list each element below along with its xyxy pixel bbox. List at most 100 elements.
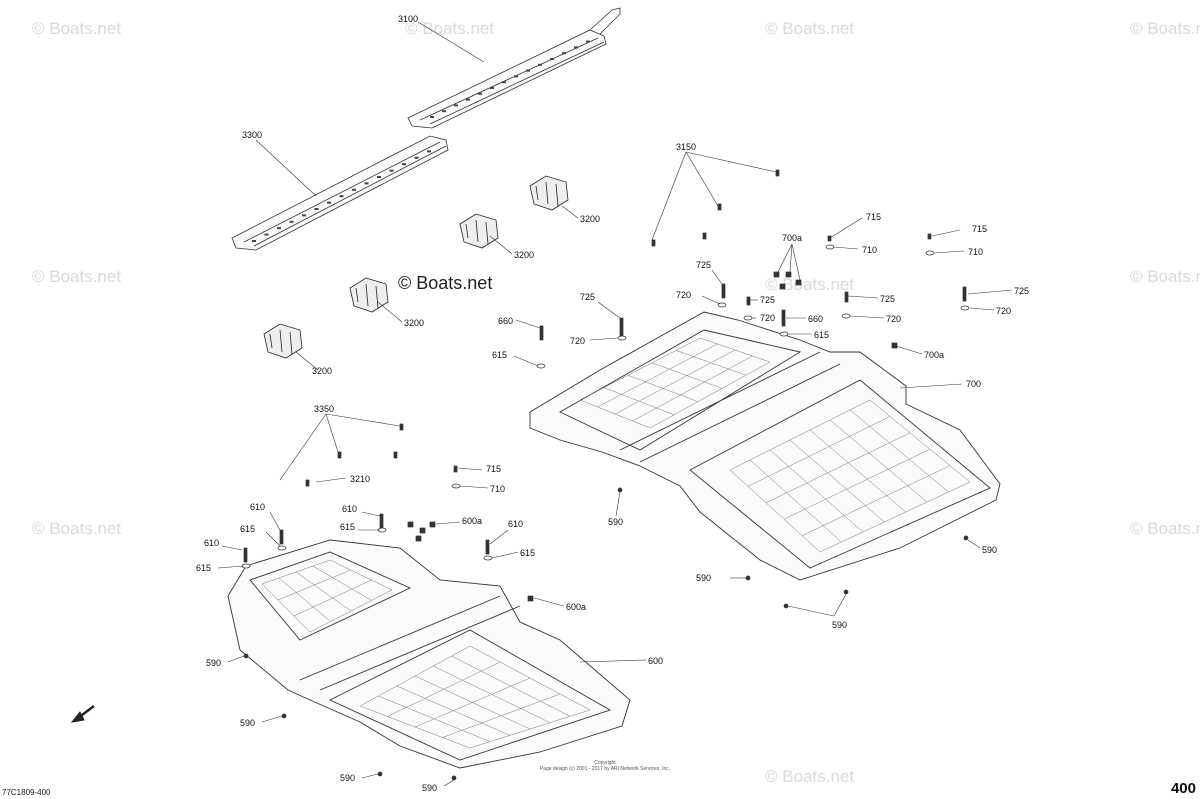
rail-3100 xyxy=(407,7,621,129)
rail-slot xyxy=(562,52,566,55)
callout-label: 3200 xyxy=(404,318,424,328)
callout-label: 3200 xyxy=(514,250,534,260)
copyright-line: Page design (c) 2001 - 2017 by ARI Netwo… xyxy=(539,766,671,772)
callout-label: 610 xyxy=(204,538,219,548)
grid-line xyxy=(801,465,951,536)
callout-label: 610 xyxy=(508,519,523,529)
grid-line xyxy=(469,645,591,711)
grid-line xyxy=(729,469,821,553)
grid-line xyxy=(603,387,675,416)
skid-plate-700-grid xyxy=(579,337,771,429)
rail-slot xyxy=(538,63,542,66)
grid-line xyxy=(649,361,771,429)
grid-line xyxy=(651,362,723,389)
rail-slot xyxy=(314,208,319,210)
rail-slot xyxy=(427,150,431,153)
callout-label: 590 xyxy=(240,718,255,728)
grid-line xyxy=(579,337,701,401)
callout-label: 600 xyxy=(648,656,663,666)
callout-label: 3100 xyxy=(398,14,418,24)
skid-plate-700-grid xyxy=(729,399,971,553)
rail-3300 xyxy=(231,135,449,251)
grid-line xyxy=(451,655,571,717)
grid-line xyxy=(359,705,471,749)
rail-3300-slots xyxy=(252,150,431,242)
callout-label: 615 xyxy=(492,350,507,360)
callout-label: 615 xyxy=(520,548,535,558)
grid-line xyxy=(632,355,753,422)
rail-slot xyxy=(327,201,331,204)
rail-slot xyxy=(454,104,458,107)
grid-line xyxy=(749,459,842,543)
grid-line xyxy=(433,665,551,723)
grid-line xyxy=(783,448,931,520)
callout-label: 600a xyxy=(566,602,586,612)
callout-label: 3350 xyxy=(314,404,334,414)
brand-label: © Boats.net xyxy=(398,273,492,293)
callout-label: 720 xyxy=(570,336,585,346)
grid-line xyxy=(295,571,352,612)
callout-label: 615 xyxy=(240,524,255,534)
page-number: 400 xyxy=(1170,780,1196,797)
rail-slot xyxy=(364,182,369,185)
watermark: © Boats.net xyxy=(32,267,121,286)
callout-label: 715 xyxy=(866,212,881,222)
grid-line xyxy=(329,559,393,591)
callout-label: 615 xyxy=(340,522,355,532)
callout-label: 3210 xyxy=(350,474,370,484)
grid-line xyxy=(614,349,736,415)
callout-label: 720 xyxy=(760,313,775,323)
grid-line xyxy=(729,399,871,471)
orientation-arrow-icon xyxy=(70,705,95,723)
rail-slot xyxy=(389,169,394,172)
watermark: © Boats.net xyxy=(765,767,854,786)
skid-plate-700 xyxy=(529,311,1001,581)
callout-label: 720 xyxy=(996,306,1011,316)
watermark: © Boats.net xyxy=(32,19,121,38)
grid-line xyxy=(396,685,511,736)
callout-label: 725 xyxy=(580,292,595,302)
grid-line xyxy=(261,583,311,633)
watermark: © Boats.net xyxy=(765,19,854,38)
callout-label: 725 xyxy=(1014,286,1029,296)
callout-label: 3200 xyxy=(580,214,600,224)
grid-line xyxy=(312,565,372,601)
grid-line xyxy=(849,409,949,493)
callout-label: 590 xyxy=(832,620,847,630)
callout-label: 3200 xyxy=(312,366,332,376)
rail-slot xyxy=(574,46,578,49)
grid-line xyxy=(747,416,891,487)
callout-label: 700 xyxy=(966,379,981,389)
callout-label: 600a xyxy=(462,516,482,526)
hardware-fasteners xyxy=(241,169,970,781)
rail-slot xyxy=(478,92,482,95)
callout-label: 725 xyxy=(696,260,711,270)
callout-label: 660 xyxy=(498,316,513,326)
copyright-notice: Copyright Page design (c) 2001 - 2017 by… xyxy=(520,760,690,772)
callout-label: 710 xyxy=(968,247,983,257)
grid-line xyxy=(627,374,699,402)
callout-label: 590 xyxy=(422,783,437,793)
grid-line xyxy=(819,481,971,553)
callout-label: 590 xyxy=(982,545,997,555)
rail-slot xyxy=(430,116,434,118)
callout-label: 715 xyxy=(486,464,501,474)
grid-line xyxy=(769,449,864,533)
callout-label: 725 xyxy=(760,295,775,305)
watermark: © Boats.net xyxy=(1130,519,1200,538)
rail-slot xyxy=(339,195,344,198)
callout-label: 610 xyxy=(250,502,265,512)
callout-label: 700a xyxy=(924,350,944,360)
rail-slot xyxy=(466,98,470,101)
grid-line xyxy=(414,675,531,730)
callout-label: 3150 xyxy=(676,142,696,152)
rail-slot xyxy=(442,110,446,113)
rail-slot xyxy=(377,176,381,178)
callout-label: 710 xyxy=(862,245,877,255)
callout-label: 720 xyxy=(886,314,901,324)
diagram-code: 77C1809-400 xyxy=(2,788,51,797)
rail-slot xyxy=(289,220,294,223)
grid-line xyxy=(765,432,911,504)
rail-slot xyxy=(414,156,419,159)
